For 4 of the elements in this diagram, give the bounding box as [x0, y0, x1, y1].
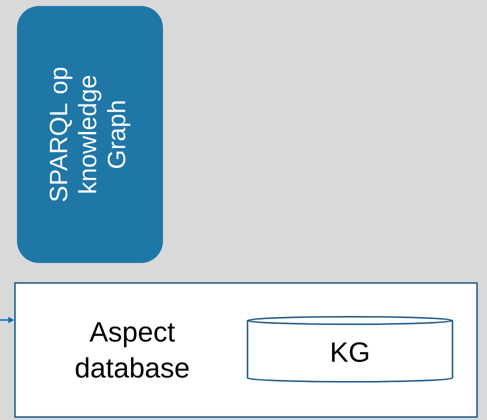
process-box: SPARQL op knowledge Graph: [17, 6, 163, 263]
database-cylinder: KG: [246, 316, 454, 382]
container-box: [14, 282, 478, 418]
node-text: Aspect database: [76, 322, 189, 378]
